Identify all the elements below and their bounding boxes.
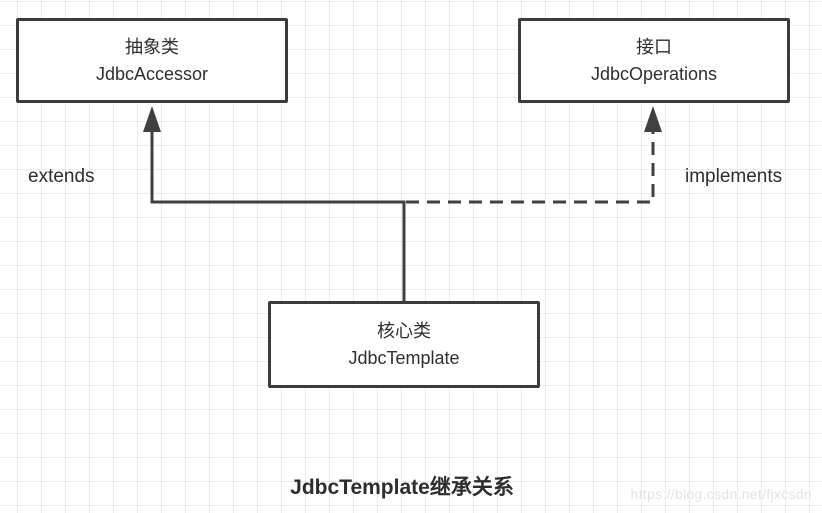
node-stereotype: 抽象类 xyxy=(125,37,179,58)
implements-arrowhead-icon xyxy=(644,106,662,132)
node-jdbc-template: 核心类 JdbcTemplate xyxy=(268,301,540,388)
node-stereotype: 接口 xyxy=(636,37,672,58)
extends-arrowhead-icon xyxy=(143,106,161,132)
diagram-caption: JdbcTemplate继承关系 xyxy=(290,476,514,499)
node-name: JdbcOperations xyxy=(590,63,718,84)
implements-edge-line xyxy=(406,131,655,204)
extends-edge-line xyxy=(150,131,406,301)
node-name: JdbcAccessor xyxy=(95,63,209,84)
watermark: https://blog.csdn.net/fjxcsdn xyxy=(630,486,812,502)
implements-edge-label: implements xyxy=(685,166,783,187)
extends-edge-label: extends xyxy=(28,166,95,187)
node-name: JdbcTemplate xyxy=(348,347,460,368)
node-jdbc-operations: 接口 JdbcOperations xyxy=(518,18,790,103)
node-stereotype: 核心类 xyxy=(377,321,431,342)
node-jdbc-accessor: 抽象类 JdbcAccessor xyxy=(16,18,288,103)
